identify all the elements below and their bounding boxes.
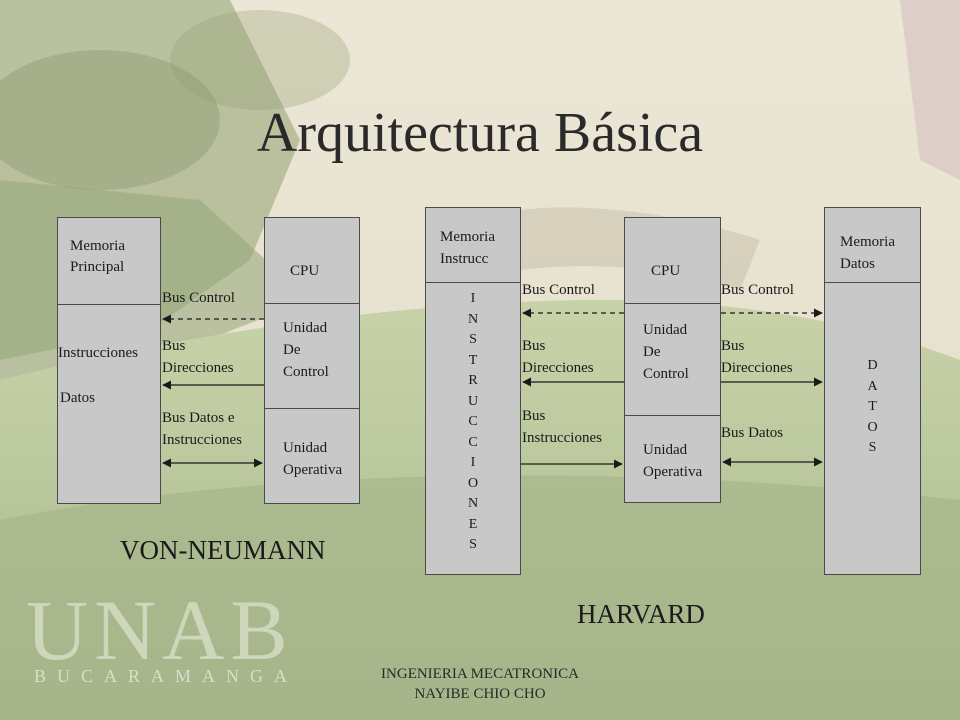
hv-control-unit-1: Unidad [643,322,688,338]
vn-operative-unit-2: Operativa [283,462,343,478]
watermark-logo: UNAB [26,582,294,678]
hv-instr-memory-divider [425,282,521,283]
vn-memory-content-1: Instrucciones [58,345,138,361]
hv-right-bus-addresses-label-2: Direcciones [721,360,793,376]
vn-bus-data-label-2: Instrucciones [162,432,242,448]
hv-cpu-divider-1 [624,303,721,304]
hv-left-bus-control-label: Bus Control [522,282,595,298]
hv-left-bus-instructions-label-2: Instrucciones [522,430,602,446]
vn-memory-title-1: Memoria [70,238,125,254]
vn-memory-box [57,217,161,504]
hv-left-bus-addresses-label-1: Bus [522,338,546,354]
hv-data-memory-vertical: D A T O S [867,358,878,455]
hv-operative-unit-1: Unidad [643,442,688,458]
vn-memory-divider [57,304,161,305]
vn-control-unit-1: Unidad [283,320,328,336]
hv-right-bus-data-label: Bus Datos [721,425,784,441]
vn-bus-addresses-label-2: Direcciones [162,360,234,376]
vn-bus-data-label-1: Bus Datos e [162,410,235,426]
hv-right-bus-addresses-label-1: Bus [721,338,745,354]
vn-cpu-box [264,217,360,504]
vn-control-unit-3: Control [283,364,329,380]
vn-memory-title-2: Principal [70,259,125,275]
vn-control-unit-2: De [283,342,301,358]
hv-cpu-divider-2 [624,415,721,416]
watermark-city: BUCARAMANGA [34,666,299,686]
vn-architecture-label: VON-NEUMANN [120,535,326,565]
vn-operative-unit-1: Unidad [283,440,328,456]
hv-architecture-label: HARVARD [577,599,705,629]
hv-data-memory-title-2: Datos [840,256,875,272]
footer-line-1: INGENIERIA MECATRONICA [381,666,579,682]
footer-line-2: NAYIBE CHIO CHO [414,686,546,702]
hv-data-memory-title-1: Memoria [840,234,895,250]
hv-operative-unit-2: Operativa [643,464,703,480]
vn-cpu-divider-1 [264,303,360,304]
hv-data-memory-box [824,207,921,575]
vn-memory-content-2: Datos [60,390,95,406]
hv-cpu-box [624,217,721,503]
slide-title: Arquitectura Básica [256,102,704,164]
hv-instr-memory-vertical: I N S T R U C C I O N E S [467,291,479,552]
vn-bus-addresses-label-1: Bus [162,338,186,354]
hv-control-unit-3: Control [643,366,689,382]
hv-instr-memory-title-2: Instrucc [440,251,489,267]
hv-instr-memory-box [425,207,521,575]
vn-cpu-title: CPU [290,263,320,279]
hv-left-bus-instructions-label-1: Bus [522,408,546,424]
hv-data-memory-divider [824,282,921,283]
hv-cpu-title: CPU [651,263,681,279]
vn-cpu-divider-2 [264,408,360,409]
hv-right-bus-control-label: Bus Control [721,282,794,298]
hv-instr-memory-title-1: Memoria [440,229,495,245]
hv-left-bus-addresses-label-2: Direcciones [522,360,594,376]
vn-bus-control-label: Bus Control [162,290,235,306]
hv-control-unit-2: De [643,344,661,360]
